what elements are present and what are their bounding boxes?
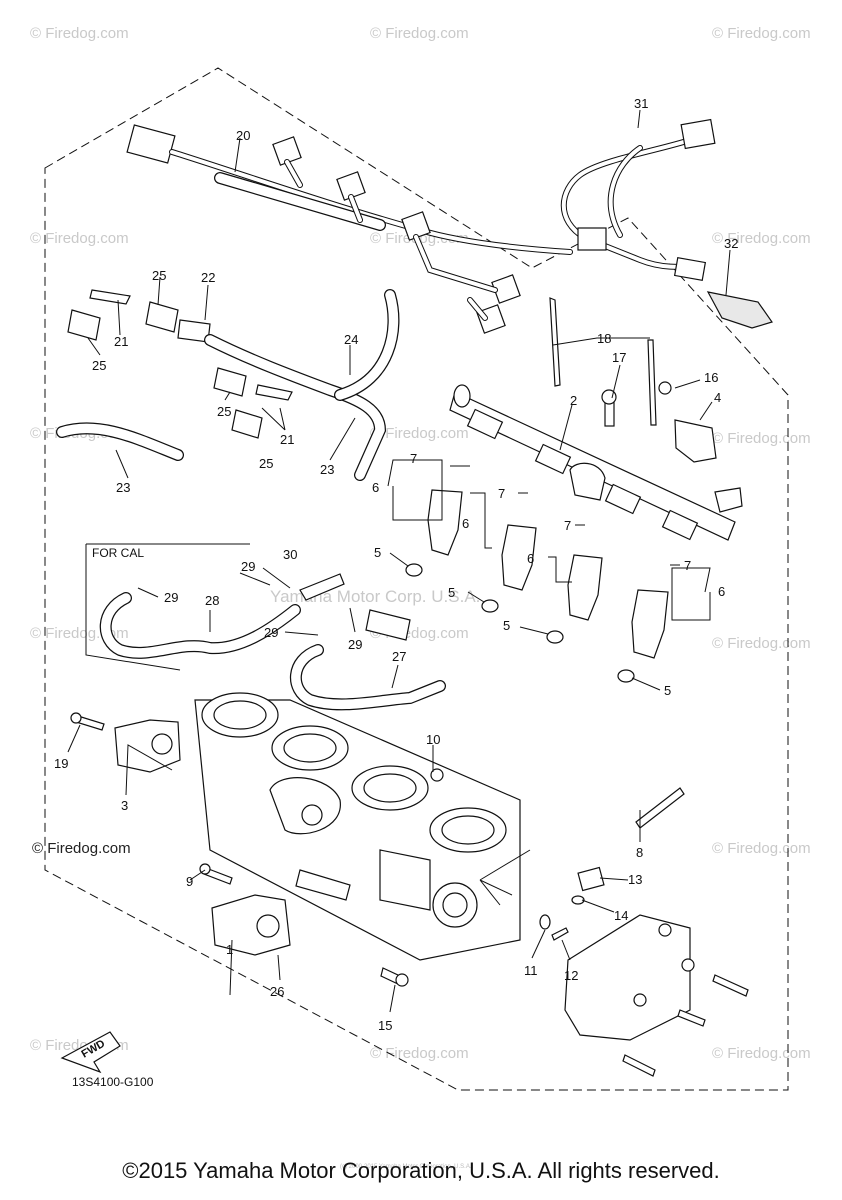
callout: 7 <box>684 558 691 573</box>
callout: 5 <box>503 618 510 633</box>
bolt-8 <box>635 787 685 829</box>
for-cal-label: FOR CAL <box>92 546 144 560</box>
callouts: 1 2 3 4 5 5 5 5 6 6 6 6 7 7 7 7 8 9 10 1… <box>54 96 738 1033</box>
callout: 15 <box>378 1018 392 1033</box>
callout: 24 <box>344 332 358 347</box>
bolt-head <box>601 389 617 405</box>
callout: 28 <box>205 593 219 608</box>
sensor-26-hub <box>256 914 280 938</box>
clip-14 <box>571 895 585 905</box>
callout: 12 <box>564 968 578 983</box>
firedog-watermark: © Firedog.com <box>712 1045 811 1062</box>
firedog-watermark: © Firedog.com <box>370 1045 469 1062</box>
throttle-body <box>194 692 521 961</box>
callout: 6 <box>372 480 379 495</box>
callout: 26 <box>270 984 284 999</box>
callout: 27 <box>392 649 406 664</box>
callout: 29 <box>348 637 362 652</box>
callout: 2 <box>570 393 577 408</box>
rod <box>549 297 561 387</box>
callout: 22 <box>201 270 215 285</box>
screw-15-head <box>395 973 409 987</box>
sensor-3-hub <box>151 733 173 755</box>
pressure-sensor <box>674 419 717 463</box>
firedog-watermark: © Firedog.com <box>712 25 811 42</box>
callout: 25 <box>92 358 106 373</box>
rod <box>647 339 657 426</box>
fuel-rail <box>449 384 743 541</box>
callout: 8 <box>636 845 643 860</box>
callout: 18 <box>597 331 611 346</box>
callout: 25 <box>152 268 166 283</box>
callout: 7 <box>564 518 571 533</box>
callout: 30 <box>283 547 297 562</box>
leader-lines <box>67 109 731 1013</box>
callout: 5 <box>448 585 455 600</box>
callout: 5 <box>374 545 381 560</box>
firedog-watermark: © Firedog.com <box>30 230 129 247</box>
firedog-watermark: © Firedog.com <box>30 25 129 42</box>
callout: 13 <box>628 872 642 887</box>
firedog-watermark: © Firedog.com <box>370 425 469 442</box>
firedog-watermark: © Firedog.com <box>712 230 811 247</box>
callout: 6 <box>527 551 534 566</box>
callout: 29 <box>264 625 278 640</box>
copyright-notice: ©2015 Yamaha Motor Corporation, U.S.A. A… <box>122 1158 720 1183</box>
callout: 7 <box>410 451 417 466</box>
callout: 21 <box>280 432 294 447</box>
clamp <box>706 291 773 329</box>
screw-19-head <box>70 712 82 724</box>
callout: 5 <box>664 683 671 698</box>
callout: 21 <box>114 334 128 349</box>
callout: 25 <box>217 404 231 419</box>
parts-diagram: © Firedog.com © Firedog.com © Firedog.co… <box>30 25 811 1091</box>
screw-12 <box>551 927 569 941</box>
vacuum-hoses <box>56 289 400 481</box>
callout: 14 <box>614 908 628 923</box>
injectors <box>427 489 669 659</box>
cover-plate <box>564 914 749 1077</box>
callout: 7 <box>498 486 505 501</box>
callout: 6 <box>462 516 469 531</box>
callout: 20 <box>236 128 250 143</box>
callout: 1 <box>226 942 233 957</box>
small-credit: (c) 2000-2015 Yamaha Motor Corporation, … <box>340 1164 472 1170</box>
callout: 29 <box>164 590 178 605</box>
firedog-watermark: © Firedog.com <box>32 840 131 857</box>
assembly-outline <box>44 67 789 1091</box>
sensor-3 <box>114 719 181 773</box>
screw <box>658 381 672 395</box>
callout: 17 <box>612 350 626 365</box>
callout: 23 <box>116 480 130 495</box>
sub-harness <box>560 118 716 281</box>
callout: 32 <box>724 236 738 251</box>
callout: 23 <box>320 462 334 477</box>
firedog-watermark: © Firedog.com <box>712 430 811 447</box>
cal-hoses <box>99 573 446 711</box>
callout: 10 <box>426 732 440 747</box>
callout: 16 <box>704 370 718 385</box>
wire-harness <box>126 124 573 334</box>
callout: 29 <box>241 559 255 574</box>
for-cal-box <box>85 543 250 671</box>
callout: 6 <box>718 584 725 599</box>
callout: 11 <box>524 963 538 978</box>
firedog-watermark: © Firedog.com <box>712 635 811 652</box>
callout: 19 <box>54 756 68 771</box>
callout: 31 <box>634 96 648 111</box>
callout: 9 <box>186 874 193 889</box>
grommets <box>405 563 635 683</box>
callout: 3 <box>121 798 128 813</box>
firedog-watermark: © Firedog.com <box>370 25 469 42</box>
firedog-watermark: © Firedog.com <box>712 840 811 857</box>
callout: 25 <box>259 456 273 471</box>
callout: 4 <box>714 390 721 405</box>
washer-11 <box>539 914 551 930</box>
diagram-code: 13S4100-G100 <box>72 1075 154 1089</box>
cap-13 <box>577 866 605 892</box>
